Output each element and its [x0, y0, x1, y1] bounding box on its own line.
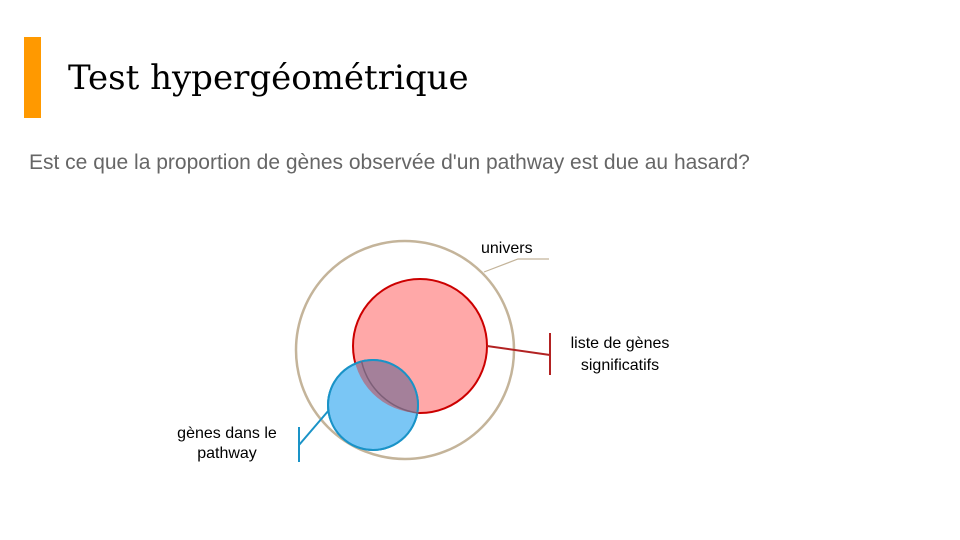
pathway-label-line1: gènes dans le [177, 425, 277, 442]
significant-label-line1: liste de gènes [571, 335, 670, 352]
universe-label: univers [481, 240, 533, 257]
pathway-callout-line [298, 409, 330, 446]
overlap-region [353, 360, 418, 413]
slide-subtitle: Est ce que la proportion de gènes observ… [29, 151, 750, 174]
significant-label-line2: significatifs [581, 357, 659, 374]
title-accent-bar [24, 37, 41, 118]
pathway-circle-outline [327, 359, 419, 451]
significant-callout-line [486, 345, 551, 356]
slide-title: Test hypergéométrique [68, 58, 469, 98]
universe-callout-line [483, 258, 549, 273]
overlap-arc [360, 361, 419, 414]
pathway-label-line2: pathway [197, 445, 257, 462]
